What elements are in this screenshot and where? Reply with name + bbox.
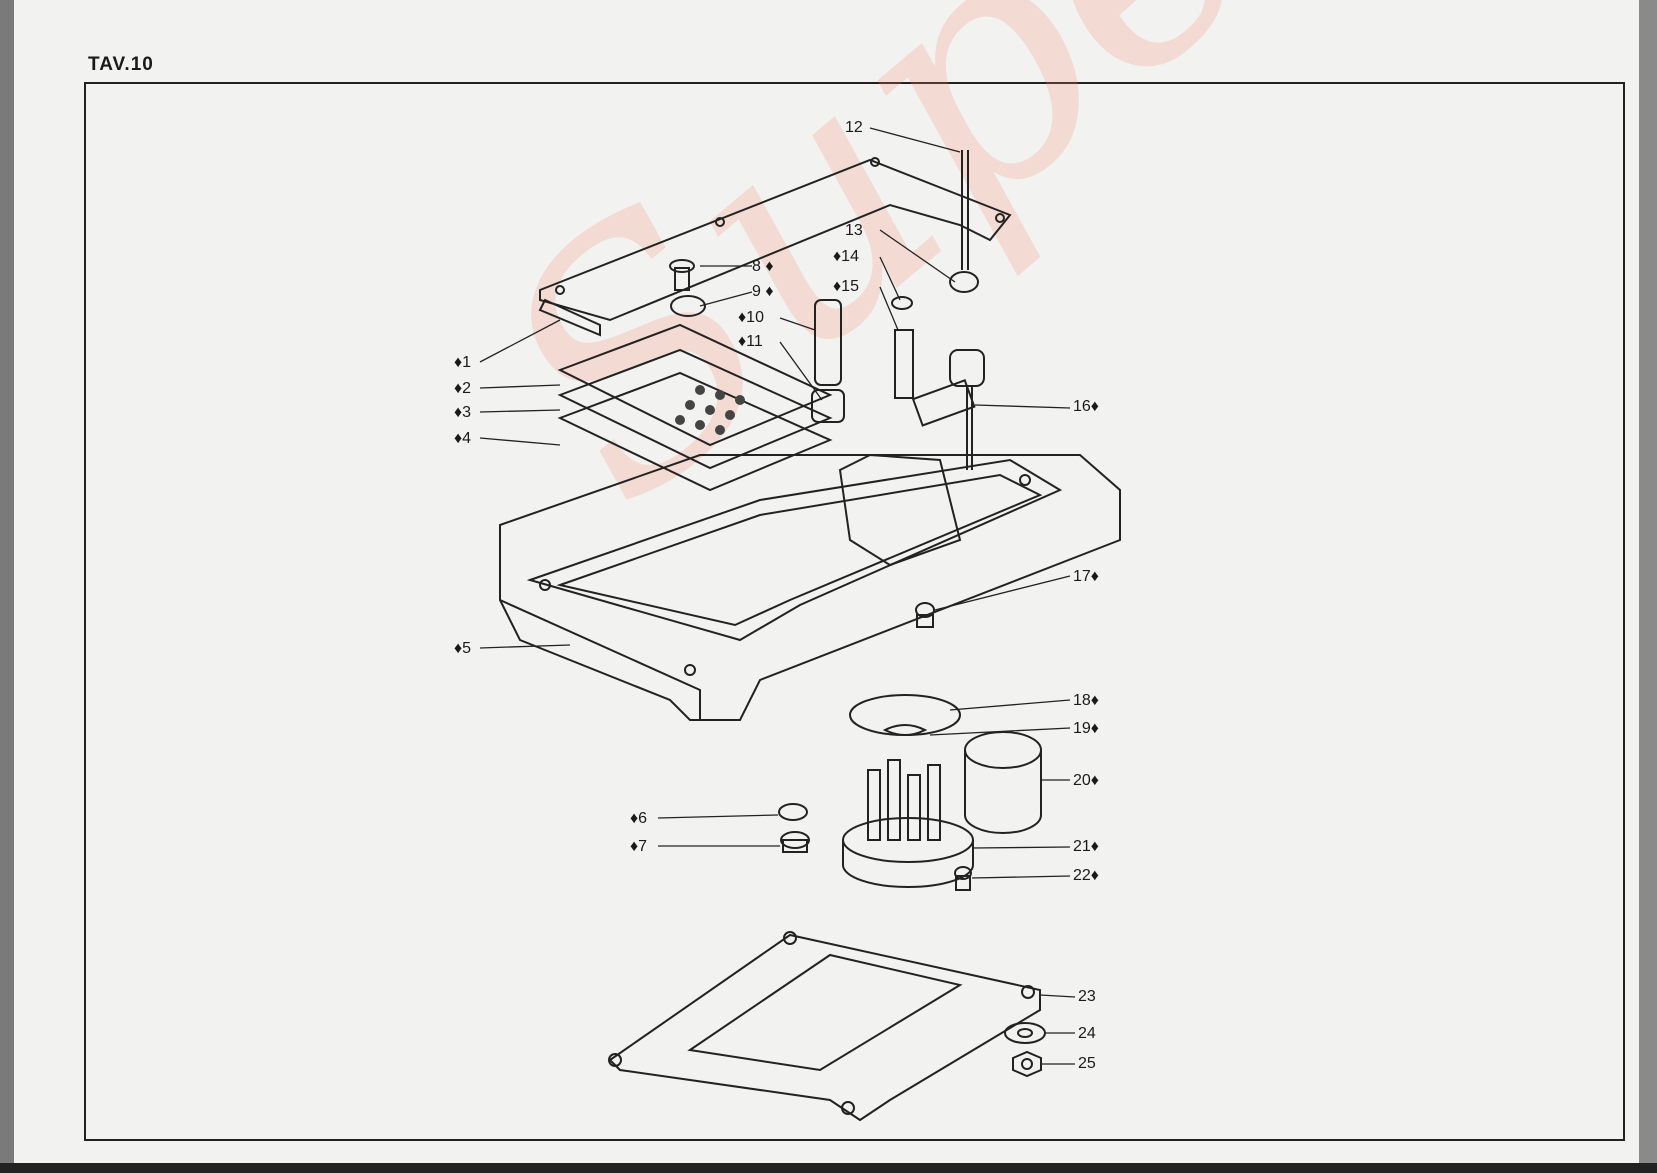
- bottom-gasket-part-23: [609, 932, 1040, 1120]
- callout-20: 20♦: [1073, 772, 1099, 790]
- callout-23: 23: [1078, 988, 1096, 1006]
- callout-11: ♦11: [738, 333, 763, 351]
- callout-5: ♦5: [454, 640, 471, 658]
- callout-17: 17♦: [1073, 568, 1099, 586]
- callout-8: 8 ♦: [752, 258, 774, 276]
- gasket-part-1: [540, 158, 1010, 335]
- callout-19: 19♦: [1073, 720, 1099, 738]
- callout-3: ♦3: [454, 404, 471, 422]
- callout-12: 12: [845, 119, 863, 137]
- callout-21: 21♦: [1073, 838, 1099, 856]
- callout-15: ♦15: [833, 278, 859, 296]
- valve-seat-part-14-15: [892, 297, 913, 398]
- washer-part-24: [1005, 1023, 1045, 1043]
- leader-lines: [480, 128, 1075, 1064]
- nut-part-25: [1013, 1052, 1041, 1076]
- screw-part-17: [916, 603, 934, 627]
- callout-18: 18♦: [1073, 692, 1099, 710]
- sleeve-part-20: [965, 732, 1041, 833]
- ring-spring-part-18-19: [850, 695, 960, 735]
- float-needle-part-12-13-16: [950, 150, 984, 470]
- callout-1: ♦1: [454, 354, 471, 372]
- callout-22: 22♦: [1073, 867, 1099, 885]
- manifold-part-21: [843, 760, 973, 887]
- callout-4: ♦4: [454, 430, 471, 448]
- callout-10: ♦10: [738, 309, 764, 327]
- scan-bottom-edge: [0, 1163, 1657, 1173]
- washer-nut-part-6-7: [779, 804, 809, 852]
- callout-2: ♦2: [454, 380, 471, 398]
- callout-25: 25: [1078, 1055, 1096, 1073]
- callout-16: 16♦: [1073, 398, 1099, 416]
- callout-6: ♦6: [630, 810, 647, 828]
- callout-13: 13: [845, 222, 863, 240]
- callout-24: 24: [1078, 1025, 1096, 1043]
- callout-7: ♦7: [630, 838, 647, 856]
- screens-part-2-4: [560, 325, 830, 490]
- callout-9: 9 ♦: [752, 283, 774, 301]
- jets-part-10-11: [812, 300, 844, 422]
- callout-14: ♦14: [833, 248, 859, 266]
